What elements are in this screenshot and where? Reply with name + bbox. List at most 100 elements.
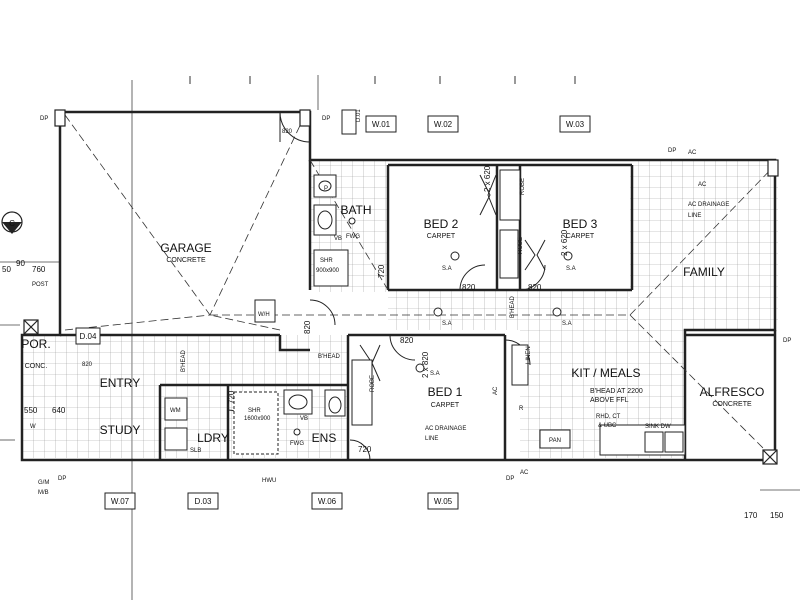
dim-bed3-robe: 2 x 620 [560,229,569,256]
label-bhead-entry: B'HEAD [181,350,187,372]
tag-d04: D.04 [80,332,97,341]
label-dp-2: DP [322,116,330,122]
tag-d03: D.03 [195,497,212,506]
tag-w03: W.03 [566,120,585,129]
dim-garage-door: 820 [282,129,293,135]
dim-170: 170 [744,511,758,520]
label-linen: LINEN [526,346,532,364]
dim-150: 150 [770,511,784,520]
label-r: R [519,406,524,412]
label-vb-bath: VB [334,236,342,242]
label-sa-hall1: S.A [442,321,452,327]
label-dp-6: DP [58,476,66,482]
tag-w07: W.07 [111,497,130,506]
label-ac-top: AC [688,150,697,156]
label-mb: M/B [38,490,49,496]
label-dp-4: DP [783,338,791,344]
label-sa-bed3: S.A [566,266,576,272]
label-line-bed1: LINE [425,436,438,442]
label-above-ffl: ABOVE FFL [590,397,629,404]
room-alfresco-floor: CONCRETE [712,401,752,408]
label-bhead-bed1: B'HEAD [318,354,340,360]
section-marker: C [1,211,23,234]
posts [23,109,779,465]
dim-bed2-door: 820 [462,283,476,292]
label-dp-3: DP [668,148,676,154]
tag-w06: W.06 [318,497,337,506]
label-robe-bed2: ROBE [520,178,526,195]
label-shr2: SHR [248,408,261,414]
dim-ldry-door: 720 [227,390,236,404]
dim-hall-door: 820 [303,320,312,334]
label-shr-size: 900x900 [316,268,340,274]
dim-bed1-robe: 2 x 820 [421,351,430,378]
label-wh: W/H [258,312,270,318]
room-alfresco: ALFRESCO [700,385,765,399]
label-robe-bed1: ROBE [370,375,376,392]
label-slb: SLB [190,448,201,454]
room-family: FAMILY [683,265,725,279]
label-dp-1: DP [40,116,48,122]
label-ac-unit: AC [698,182,707,188]
room-bed1-floor: CARPET [431,402,460,409]
room-bed2: BED 2 [424,217,459,231]
tag-w01: W.01 [372,120,391,129]
dim-ens-door: 720 [358,445,372,454]
window-tags [75,109,591,510]
label-p: P [324,186,328,192]
label-rhd: RHD, CT [596,414,621,420]
label-bhead-kit: B'HEAD AT 2200 [590,388,643,395]
label-ac-bed1: AC [493,386,499,395]
label-gm: G/M [38,480,49,486]
label-line-top: LINE [688,213,701,219]
label-sink-dw: SINK DW [645,424,671,430]
label-ac-drainage-top: AC DRAINAGE [688,202,729,208]
label-fwg-bath: FWG [346,234,360,240]
room-garage-floor: CONCRETE [166,257,206,264]
room-garage: GARAGE [160,241,211,255]
tag-d01: D.01 [356,109,362,122]
dim-entry-door: 820 [82,362,93,368]
label-sa-bed2: S.A [442,266,452,272]
room-por-floor: CONC. [25,363,48,370]
label-pan: PAN [549,438,561,444]
dim-640: 640 [52,406,66,415]
dim-bed2-robe: 2 x 620 [483,165,492,192]
label-shr2-size: 1600x900 [244,416,271,422]
label-w: W [30,424,36,430]
label-vb-ens: VB [300,416,308,422]
dim-550: 550 [24,406,38,415]
label-sa-hall2: S.A [562,321,572,327]
room-bed1: BED 1 [428,385,463,399]
dim-bed3-door: 820 [528,283,542,292]
room-por: POR. [21,337,50,351]
room-kit: KIT / MEALS [571,366,640,380]
tag-w02: W.02 [434,120,453,129]
dim-760: 760 [32,265,46,274]
label-robe-bed3: ROBE [518,237,524,254]
dim-90: 90 [16,259,25,268]
room-entry: ENTRY [100,376,140,390]
tiled-areas [22,160,778,458]
label-sa-bed1: S.A [430,371,440,377]
room-bath: BATH [340,203,371,217]
dim-50: 50 [2,265,11,274]
room-ldry: LDRY [197,431,229,445]
label-fwg-ens: FWG [290,441,304,447]
section-marker-label: C [9,219,15,228]
room-bed2-floor: CARPET [427,233,456,240]
label-bhead-robe: B'HEAD [510,296,516,318]
dim-bed1-door: 820 [400,336,414,345]
dim-bath-door: 720 [377,264,386,278]
label-shr: SHR [320,258,333,264]
room-bed3: BED 3 [563,217,598,231]
room-bed3-floor: CARPET [566,233,595,240]
tag-w05: W.05 [434,497,453,506]
label-dp-5: DP [506,476,514,482]
label-post: POST [32,282,49,288]
label-wm: WM [170,408,181,414]
top-ticks [189,76,576,84]
label-ubc: & UBC [598,423,617,429]
label-ac-bottom: AC [520,470,529,476]
